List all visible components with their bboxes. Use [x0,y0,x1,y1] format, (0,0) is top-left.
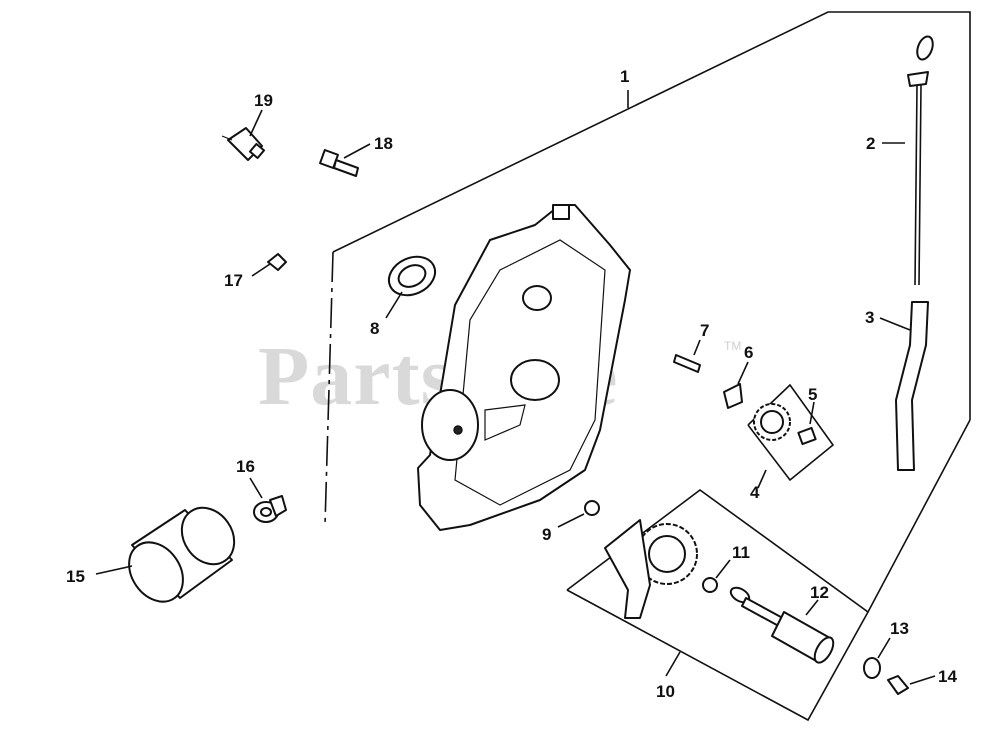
callout-10: 10 [656,682,675,701]
part-17-fitting[interactable] [251,253,287,277]
part-13-washer[interactable] [863,637,891,679]
part-3-dipstick-tube[interactable] [879,301,929,471]
callout-12: 12 [810,583,829,602]
part-1-closure-plate[interactable] [417,204,631,531]
part-2-dipstick[interactable] [882,34,936,286]
callout-18: 18 [374,134,393,153]
part-4-governor-gear[interactable] [753,403,791,489]
part-19-oil-pressure-switch[interactable] [221,109,266,161]
callout-14: 14 [938,667,957,686]
callout-6: 6 [744,343,753,362]
callout-19: 19 [254,91,273,110]
watermark-trademark: TM [724,339,741,353]
part-9-o-ring[interactable] [557,500,600,528]
callout-16: 16 [236,457,255,476]
callout-7: 7 [700,321,709,340]
callout-8: 8 [370,319,379,338]
callout-2: 2 [866,134,875,153]
part-18-bolt[interactable] [319,143,371,177]
callout-4: 4 [750,483,760,502]
assembly-frame [324,11,971,613]
part-7-pin[interactable] [673,339,701,373]
callout-13: 13 [890,619,909,638]
callout-1: 1 [620,67,629,86]
part-16-drain-plug[interactable] [249,477,287,523]
callout-3: 3 [865,308,874,327]
part-12-oil-pickup[interactable] [728,585,837,666]
part-14-screw[interactable] [887,675,936,695]
callout-5: 5 [808,385,817,404]
part-10-oil-pump-assembly[interactable] [604,519,698,677]
callout-9: 9 [542,525,551,544]
callout-15: 15 [66,567,85,586]
callout-11: 11 [732,543,750,562]
frame-part-4 [747,383,835,482]
part-11-o-ring[interactable] [702,559,731,593]
callout-17: 17 [224,271,243,290]
frame-part-10 [566,489,870,722]
part-6-washer[interactable] [723,361,749,409]
part-8-oil-seal[interactable] [383,250,442,319]
part-15-oil-filter[interactable] [95,498,245,612]
part-5-regulating-pin[interactable] [797,401,817,446]
